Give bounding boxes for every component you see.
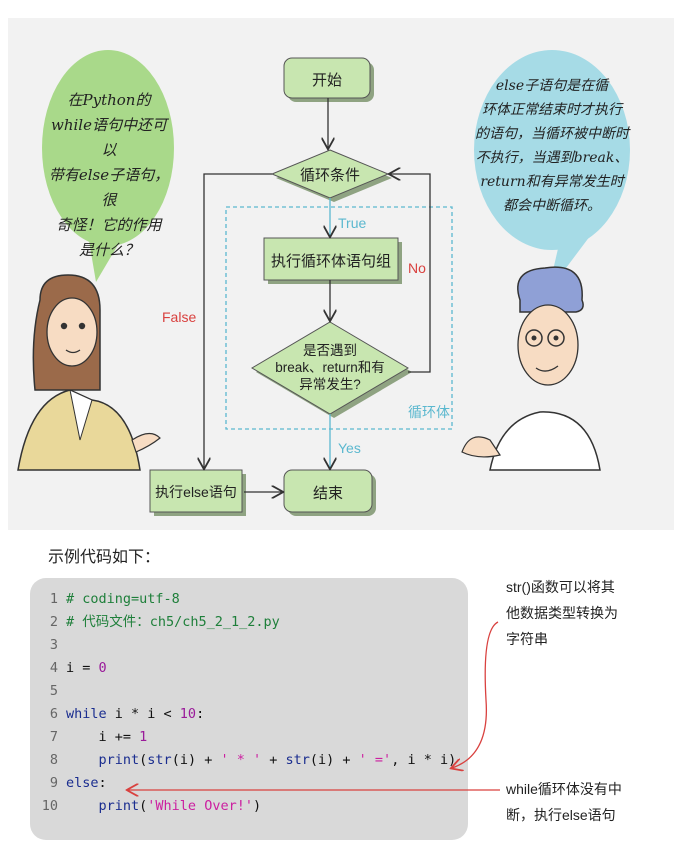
code-token: : [98,775,107,791]
code-token: # coding=utf-8 [66,591,180,607]
line-number: 9 [49,775,58,791]
while-else-note: while循环体没有中 断，执行else语句 [506,781,622,823]
code-line: 2 # 代码文件：ch5/ch5_2_1_2.py [40,611,456,634]
line-number: 7 [49,729,58,745]
edge-condition-false [204,173,272,468]
loop-body-frame [225,206,453,430]
code-line: 7 i += 1 [40,726,456,749]
condition-node [270,149,392,202]
code-token: (i) + [309,752,359,768]
line-number: 8 [49,752,58,768]
left-speech-bubble [42,50,174,282]
code-line: 8 print(str(i) + ' * ' + str(i) + ' =', … [40,749,456,772]
man-character [461,266,601,471]
break-check-label: 是否遇到 break、return和有 异常发生? [275,343,385,392]
no-label: No [408,260,426,276]
edge-check-no-loop [390,174,431,373]
code-block-background [30,578,468,840]
code-token: str [147,752,172,768]
left-bubble-text: 在Python的 while语句中还可以 带有else子语句，很 奇怪！它的作用… [48,91,170,259]
code-line: 9 else: [40,772,456,795]
condition-label: 循环条件 [299,167,360,184]
code-token: ( [139,798,148,814]
code-token: ( [139,752,148,768]
true-label: True [338,215,367,231]
code-token: else [66,775,99,791]
code-token: ' * ' [220,752,262,768]
code-line: 4 i = 0 [40,657,456,680]
right-bubble-text: else子语句是在循 环体正常结束时才执行 的语句，当循环被中断时 不执行，当遇… [475,78,629,214]
code-line: 1 # coding=utf-8 [40,588,456,611]
code-token: (i) + [171,752,221,768]
line-number: 6 [49,706,58,722]
code-token: i * i < [106,706,180,722]
line-number: 1 [49,591,58,607]
code-token: i = [66,660,99,676]
line-number: 2 [49,614,58,630]
else-node [149,469,246,516]
code-line: 3 [40,634,456,657]
code-token: 'While Over!' [147,798,253,814]
line-number: 4 [49,660,58,676]
code-token: print [66,798,140,814]
yes-label: Yes [338,440,361,456]
code-token: ) [252,798,262,814]
line-number: 3 [49,637,58,653]
str-function-note: str()函数可以将其 他数据类型转换为 字符串 [506,579,618,647]
end-label: 结束 [312,485,343,502]
false-label: False [162,309,197,325]
code-token: print [66,752,140,768]
section-title: 示例代码如下： [48,547,161,566]
code-token: 1 [139,729,148,745]
code-token: str [285,752,310,768]
loop-body-node [263,237,402,284]
woman-character [17,274,161,471]
code-line: 6 while i * i < 10: [40,703,456,726]
code-token: i += [66,729,140,745]
loop-body-label: 执行循环体语句组 [270,253,391,270]
code-block: 1 # coding=utf-8 2 # 代码文件：ch5/ch5_2_1_2.py 3… [40,588,456,818]
start-node [283,57,374,102]
start-label: 开始 [311,72,342,89]
code-token: : [196,706,205,722]
code-token: while [66,706,107,722]
code-token: 0 [98,660,107,676]
line-number: 5 [49,683,58,699]
line-number: 10 [41,798,58,814]
code-line: 5 [40,680,456,703]
loop-body-caption: 循环体 [408,404,450,420]
flowchart-diagram [17,50,630,516]
code-token: 10 [179,706,197,722]
code-token: ' =' [358,752,392,768]
break-check-node [251,321,412,418]
code-token: # 代码文件：ch5/ch5_2_1_2.py [66,614,280,630]
else-label: 执行else语句 [155,484,237,500]
code-line: 10 print('While Over!') [40,795,456,818]
code-token: , i * i) [391,752,457,768]
code-token: + [261,752,286,768]
